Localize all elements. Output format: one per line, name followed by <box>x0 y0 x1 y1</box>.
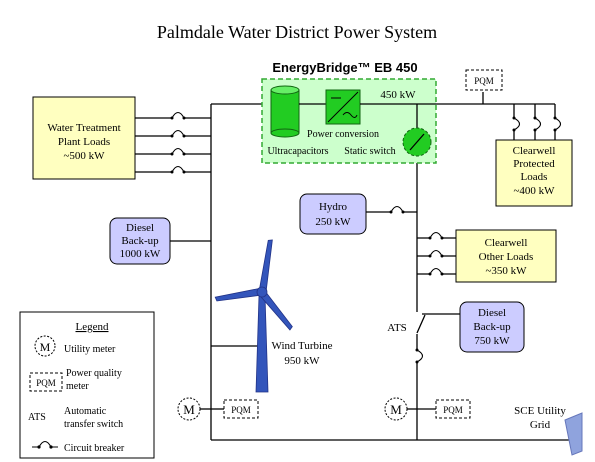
legend-pqm-icon: PQM <box>29 372 63 392</box>
utility-meter-left: M <box>177 397 201 421</box>
diesel-right-label-2: Back-up <box>473 321 511 333</box>
breaker-clearwell-protected-3 <box>553 116 563 132</box>
legend-ats-desc-2: transfer switch <box>64 419 123 430</box>
clearwell-protected-label-3: Loads <box>521 171 548 183</box>
pqm-top-label: PQM <box>474 76 494 86</box>
diagram-title: Palmdale Water District Power System <box>157 22 437 42</box>
breaker-clearwell-other-3 <box>428 266 444 276</box>
static-switch-label: Static switch <box>344 146 395 157</box>
energybridge-unit: EnergyBridge™ EB 450 450 kW Power conver… <box>261 60 437 164</box>
pqm-bottom-left: PQM <box>223 399 259 419</box>
water-treatment-label-2: Plant Loads <box>58 136 110 148</box>
wind-label-1: Wind Turbine <box>272 340 333 352</box>
power-converter-icon <box>325 89 361 125</box>
legend-breaker-text: Circuit breaker <box>64 443 125 454</box>
breaker-clearwell-other-2 <box>428 248 444 258</box>
sce-grid-icon <box>564 412 583 456</box>
energybridge-power-label: 450 kW <box>380 89 416 101</box>
wind-turbine-icon <box>214 239 293 393</box>
circuit-breakers <box>170 110 563 364</box>
breaker-clearwell-protected-2 <box>533 116 543 132</box>
diesel-right-label-3: 750 kW <box>474 335 510 347</box>
legend-ats-desc-1: Automatic <box>64 406 107 417</box>
ats-switch-icon <box>412 312 426 334</box>
diesel-left-label-1: Diesel <box>126 222 154 234</box>
legend-ats-abbr: ATS <box>28 412 46 423</box>
diesel-left-box <box>109 217 171 265</box>
svg-text:M: M <box>40 340 51 354</box>
static-switch-icon <box>402 127 432 157</box>
meter-left-symbol: M <box>183 402 195 417</box>
hydro-label-2: 250 kW <box>315 216 351 228</box>
water-treatment-label-1: Water Treatment <box>47 122 120 134</box>
diesel-left-label-3: 1000 kW <box>120 248 161 260</box>
breaker-water-treatment-1 <box>170 110 186 120</box>
ats-label: ATS <box>387 322 407 334</box>
pqm-top: PQM <box>465 69 503 91</box>
clearwell-protected-label-1: Clearwell <box>513 145 556 157</box>
water-treatment-node: Water Treatment Plant Loads ~500 kW <box>32 96 136 180</box>
clearwell-protected-box <box>495 139 573 207</box>
breaker-water-treatment-3 <box>170 146 186 156</box>
pqm-bottom-right: PQM <box>435 399 471 419</box>
legend-breaker-icon <box>32 439 58 449</box>
ultracapacitors-label: Ultracapacitors <box>267 146 328 157</box>
clearwell-other-label-2: Other Loads <box>479 251 534 263</box>
diesel-right-node: Diesel Back-up 750 kW <box>459 301 525 353</box>
hydro-box <box>299 193 367 235</box>
diesel-right-box <box>459 301 525 353</box>
breaker-clearwell-protected-1 <box>512 116 522 132</box>
svg-text:PQM: PQM <box>36 378 56 388</box>
pqm-bottom-right-label: PQM <box>443 405 463 415</box>
utility-meter-right: M <box>384 397 408 421</box>
legend-pq-text-2: meter <box>66 381 89 392</box>
ultracapacitor-icon <box>270 85 300 138</box>
breaker-water-treatment-4 <box>170 164 186 174</box>
sce-label-2: Grid <box>530 419 551 431</box>
diesel-left-label-2: Back-up <box>121 235 159 247</box>
breaker-water-treatment-2 <box>170 128 186 138</box>
breaker-hydro <box>389 204 405 214</box>
clearwell-other-box <box>455 229 557 283</box>
legend-pq-text-1: Power quality <box>66 368 122 379</box>
clearwell-protected-label-4: ~400 kW <box>513 185 555 197</box>
diesel-right-label-1: Diesel <box>478 307 506 319</box>
legend: Legend M Utility meter PQM Power quality… <box>19 311 155 459</box>
hydro-label-1: Hydro <box>319 201 348 213</box>
legend-title: Legend <box>76 321 109 333</box>
clearwell-other-label-1: Clearwell <box>485 237 528 249</box>
breaker-clearwell-other-1 <box>428 230 444 240</box>
meter-right-symbol: M <box>390 402 402 417</box>
legend-meter-icon: M <box>34 335 56 357</box>
water-treatment-box <box>32 96 136 180</box>
clearwell-other-label-3: ~350 kW <box>485 265 527 277</box>
clearwell-other-node: Clearwell Other Loads ~350 kW <box>455 229 557 283</box>
energybridge-title: EnergyBridge™ EB 450 <box>272 60 417 75</box>
clearwell-protected-label-2: Protected <box>513 158 555 170</box>
clearwell-protected-node: Clearwell Protected Loads ~400 kW <box>495 139 573 207</box>
legend-utility-meter-text: Utility meter <box>64 344 116 355</box>
hydro-node: Hydro 250 kW <box>299 193 367 235</box>
diesel-left-node: Diesel Back-up 1000 kW <box>109 217 171 265</box>
wind-label-2: 950 kW <box>284 355 320 367</box>
water-treatment-label-3: ~500 kW <box>63 150 105 162</box>
breaker-right-bus <box>415 348 425 364</box>
power-conversion-label: Power conversion <box>307 129 379 140</box>
pqm-bottom-left-label: PQM <box>231 405 251 415</box>
sce-label-1: SCE Utility <box>514 405 566 417</box>
